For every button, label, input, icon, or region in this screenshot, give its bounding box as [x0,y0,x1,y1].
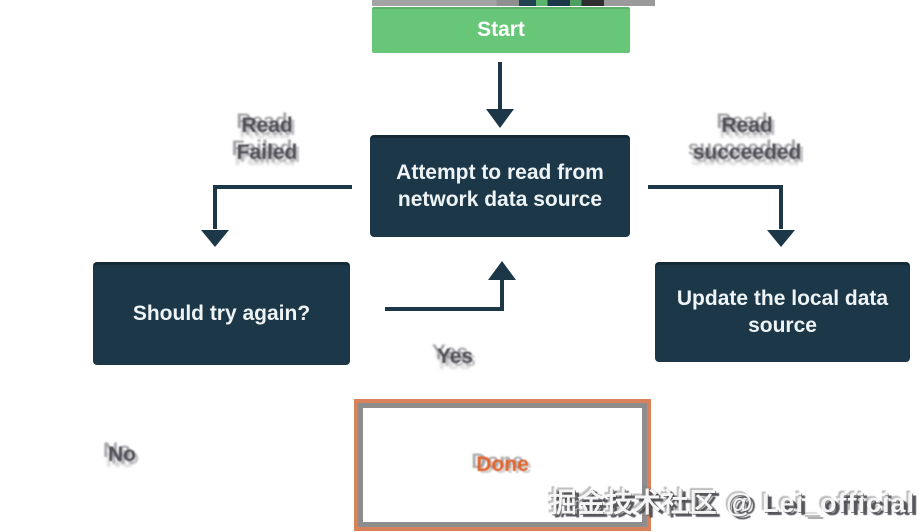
node-update-local-data-line1: Update the local data [676,287,889,310]
edge-label-read-succeeded: Read succeeded [667,112,827,166]
edge-label-read-failed-line2: Failed [236,141,298,164]
top-artifact-strip [372,0,655,6]
edge-label-read-succeeded-line2: succeeded [692,141,802,164]
node-attempt-read-label: Attempt to read from network data source [370,159,630,213]
node-update-local-data-line2: source [748,314,817,337]
node-update-local-data-label: Update the local data source [655,285,910,339]
node-attempt-read-line2: network data source [397,188,603,211]
node-start: Start [372,7,630,53]
node-done: Done [354,399,651,531]
edge-label-read-failed-line1: Read [241,114,293,137]
node-attempt-read-line1: Attempt to read from [396,161,604,184]
node-update-local-data: Update the local data source [655,262,910,362]
node-should-try-again: Should try again? [93,262,350,365]
arrowhead-down-icon [767,230,795,247]
edge-label-no: No [108,443,136,466]
arrowhead-down-icon [486,109,514,128]
edge-label-yes: Yes [436,345,474,368]
edge-shouldtry-to-attempt [385,261,516,311]
node-done-label: Done [476,453,529,476]
arrowhead-down-icon [201,230,229,247]
node-attempt-read: Attempt to read from network data source [370,135,630,237]
watermark-text: 掘金技术社区 @ Lei_official [549,488,915,518]
edge-attempt-to-shouldtry [201,185,352,247]
edge-attempt-to-update [648,185,795,247]
node-should-try-again-label: Should try again? [132,302,311,325]
edge-label-read-succeeded-line1: Read [721,114,773,137]
edge-label-read-failed: Read Failed [197,112,337,166]
node-start-label: Start [477,18,525,41]
edge-start-to-attempt [486,62,514,128]
arrowhead-up-icon [488,261,516,280]
